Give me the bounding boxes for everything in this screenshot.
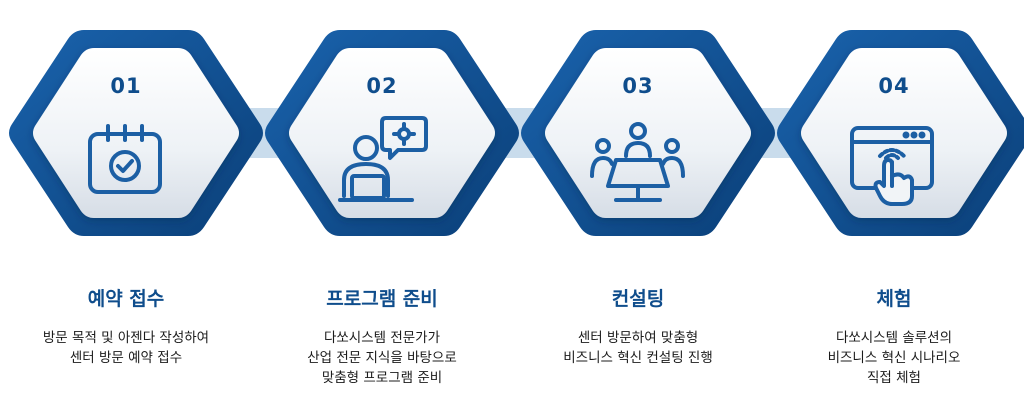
step-3-description: 센터 방문하여 맞춤형 비즈니스 혁신 컨설팅 진행	[518, 328, 758, 368]
step-1-description: 방문 목적 및 아젠다 작성하여 센터 방문 예약 접수	[6, 328, 246, 368]
step-3-hexagon	[521, 30, 775, 236]
browser-touch-icon	[850, 126, 934, 206]
step-3-number: 03	[622, 74, 654, 98]
person-laptop-gear-icon	[338, 116, 428, 202]
step-2-description: 다쏘시스템 전문가가 산업 전문 지식을 바탕으로 맞춤형 프로그램 준비	[262, 328, 502, 388]
step-3-desc-line: 비즈니스 혁신 컨설팅 진행	[563, 350, 713, 366]
step-3-title: 컨설팅	[611, 288, 665, 310]
step-1-desc-line: 센터 방문 예약 접수	[69, 350, 183, 366]
step-3-desc-line: 센터 방문하여 맞춤형	[577, 330, 699, 346]
step-1-desc-line: 방문 목적 및 아젠다 작성하여	[42, 330, 210, 346]
step-4-description: 다쏘시스템 솔루션의 비즈니스 혁신 시나리오 직접 체험	[774, 328, 1014, 388]
step-4-desc-line: 비즈니스 혁신 시나리오	[827, 350, 961, 366]
step-4-desc-line: 다쏘시스템 솔루션의	[835, 330, 953, 346]
step-1-title: 예약 접수	[87, 288, 165, 310]
step-4-title: 체험	[876, 288, 912, 310]
step-2-hexagon	[265, 30, 519, 236]
step-4-desc-line: 직접 체험	[867, 370, 921, 386]
step-2-number: 02	[366, 74, 398, 98]
meeting-table-icon	[590, 122, 685, 202]
step-1-number: 01	[110, 74, 142, 98]
step-2-desc-line: 다쏘시스템 전문가가	[323, 330, 441, 346]
step-4-number: 04	[878, 74, 910, 98]
calendar-check-icon	[88, 124, 162, 194]
step-2-desc-line: 산업 전문 지식을 바탕으로	[307, 350, 457, 366]
step-2-title: 프로그램 준비	[326, 288, 438, 310]
step-2-desc-line: 맞춤형 프로그램 준비	[321, 370, 443, 386]
